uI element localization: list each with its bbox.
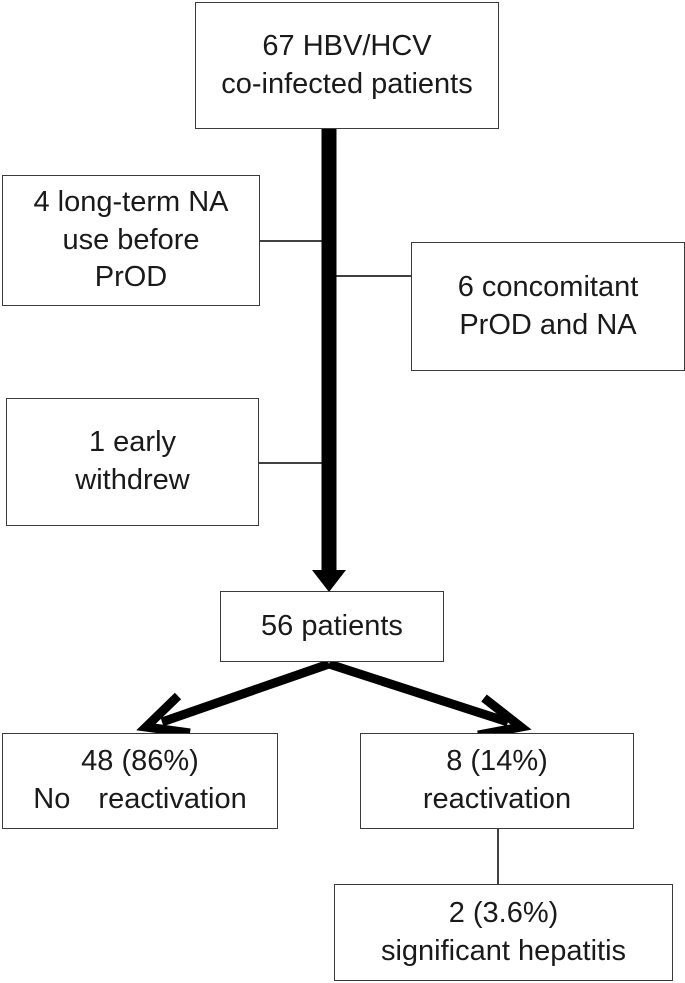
withdrew-line2: withdrew bbox=[75, 464, 190, 496]
box-analyzed-patients: 56 patients bbox=[220, 591, 444, 662]
longterm-line3: PrOD bbox=[94, 261, 168, 294]
arrow-left-shaft bbox=[160, 659, 331, 727]
withdrew-line1: 1 early bbox=[88, 426, 177, 459]
react-line2: reactivation bbox=[422, 783, 572, 815]
trunk-arrowhead bbox=[312, 570, 346, 592]
longterm-line2: use before bbox=[62, 223, 200, 256]
box-total-patients: 67 HBV/HCV co-infected patients bbox=[195, 2, 499, 129]
noreact-line2: No reactivation bbox=[33, 783, 247, 815]
box-early-withdrew: 1 early withdrew bbox=[6, 398, 259, 526]
analyzed-label: 56 patients bbox=[261, 609, 403, 642]
hepatitis-line1: 2 (3.6%) bbox=[448, 896, 559, 929]
box-reactivation: 8 (14%) reactivation bbox=[360, 733, 634, 829]
arrow-right-shaft bbox=[327, 659, 510, 727]
box-significant-hepatitis: 2 (3.6%) significant hepatitis bbox=[334, 884, 673, 981]
box-longterm-na: 4 long-term NA use before PrOD bbox=[2, 175, 260, 306]
noreact-line1: 48 (86%) bbox=[81, 745, 199, 778]
total-line2: co-infected patients bbox=[221, 67, 473, 100]
hepatitis-line2: significant hepatitis bbox=[380, 934, 627, 967]
longterm-line1: 4 long-term NA bbox=[33, 185, 229, 218]
arrow-left-head bbox=[136, 692, 191, 738]
box-no-reactivation: 48 (86%) No reactivation bbox=[2, 733, 278, 829]
arrow-right-head bbox=[477, 694, 532, 740]
total-line1: 67 HBV/HCV bbox=[262, 29, 432, 62]
react-line1: 8 (14%) bbox=[446, 745, 548, 778]
concomitant-line2: PrOD and NA bbox=[459, 308, 637, 341]
box-concomitant: 6 concomitant PrOD and NA bbox=[411, 242, 685, 371]
concomitant-line1: 6 concomitant bbox=[457, 270, 639, 303]
